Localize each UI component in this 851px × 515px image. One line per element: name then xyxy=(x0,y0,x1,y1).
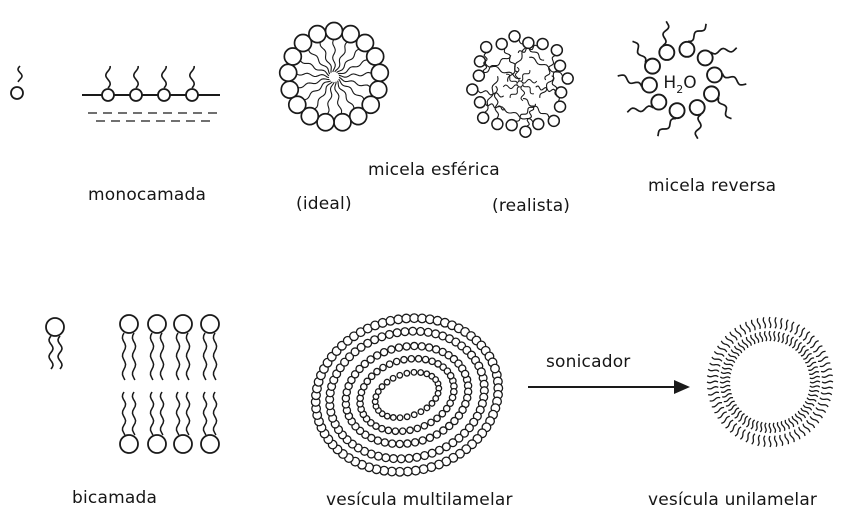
bilayer xyxy=(120,315,219,453)
water-label: H2O xyxy=(663,73,696,96)
multilamellar-vesicle xyxy=(311,314,502,476)
realistic-label: (realista) xyxy=(492,196,570,216)
ideal-label: (ideal) xyxy=(296,194,352,214)
realistic-micelle xyxy=(467,31,573,137)
spherical-micelle-label: micela esférica xyxy=(368,160,500,180)
multilamellar-vesicle-label: vesícula multilamelar xyxy=(326,490,513,510)
monolayer xyxy=(82,66,220,121)
unilamellar-vesicle-label: vesícula unilamelar xyxy=(648,490,817,510)
ideal-micelle xyxy=(280,23,389,131)
sonicator-arrow xyxy=(528,380,690,394)
unilamellar-vesicle xyxy=(707,317,833,447)
bilayer-label: bicamada xyxy=(72,488,157,508)
single-bilayer-lipid xyxy=(46,318,64,369)
reverse-micelle: H2O xyxy=(618,21,747,138)
sonicator-label: sonicador xyxy=(546,352,631,372)
reverse-micelle-label: micela reversa xyxy=(648,176,776,196)
single-lipid xyxy=(11,66,23,99)
monolayer-label: monocamada xyxy=(88,185,206,205)
